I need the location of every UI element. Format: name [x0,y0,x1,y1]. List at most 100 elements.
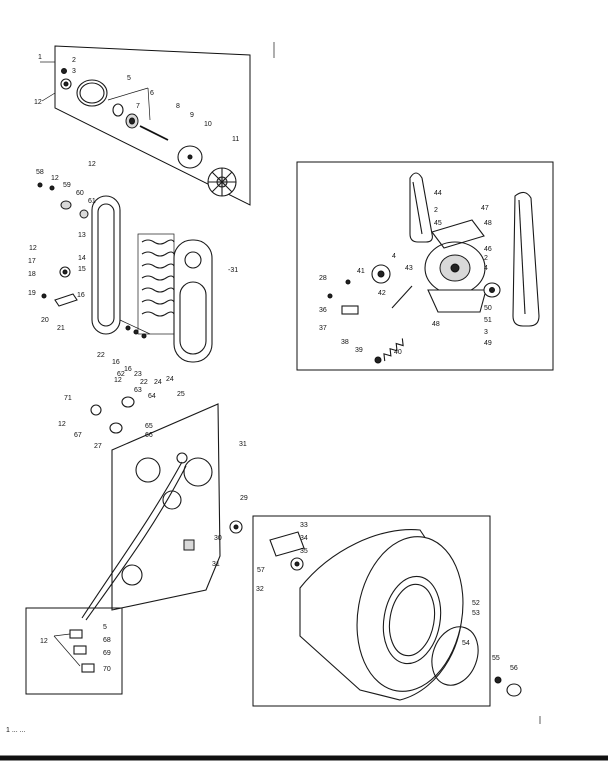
svg-text:3: 3 [72,68,76,75]
svg-text:2: 2 [72,57,76,64]
svg-text:24: 24 [154,379,162,386]
svg-text:64: 64 [148,393,156,400]
svg-text:67: 67 [74,432,82,439]
svg-text:54: 54 [462,640,470,647]
svg-text:35: 35 [300,548,308,555]
footer-text: 1 ... ... [6,727,26,734]
svg-text:15: 15 [78,266,86,273]
svg-text:33: 33 [300,522,308,529]
svg-text:41: 41 [357,268,365,275]
terminal-block-part [69,629,83,639]
svg-text:71: 71 [64,395,72,402]
svg-text:22: 22 [97,352,105,359]
svg-text:27: 27 [94,443,102,450]
svg-text:53: 53 [472,610,480,617]
svg-text:19: 19 [28,290,36,297]
svg-text:13: 13 [78,232,86,239]
top-parts-group: 1 2 3 5 6 7 8 9 10 11 12 [34,45,251,206]
drum-group: 29 33 34 35 57 32 52 53 54 55 56 [240,495,522,707]
svg-text:18: 18 [28,271,36,278]
svg-text:30: 30 [214,535,222,542]
svg-text:62: 62 [117,371,125,378]
svg-text:2: 2 [434,207,438,214]
drum-support-bracket-part [269,531,305,557]
svg-text:56: 56 [510,665,518,672]
svg-text:65: 65 [145,423,153,430]
idler-spring-part [383,338,404,362]
blower-wheel-part [207,167,237,197]
svg-text:66: 66 [145,432,153,439]
motor-mount-part [431,219,485,249]
svg-text:52: 52 [472,600,480,607]
svg-text:58: 58 [36,169,44,176]
screw-part [37,182,43,188]
inset-frame [25,607,123,695]
svg-text:31: 31 [239,441,247,448]
svg-text:16: 16 [112,359,120,366]
svg-text:17: 17 [28,258,36,265]
svg-text:6: 6 [150,90,154,97]
svg-text:57: 57 [257,567,265,574]
svg-text:16: 16 [124,366,132,373]
shaft-part [139,125,169,141]
svg-text:51: 51 [484,317,492,324]
drum-belt-part [512,191,540,327]
svg-text:44: 44 [434,190,442,197]
svg-text:50: 50 [484,305,492,312]
svg-text:61: 61 [88,198,96,205]
heating-element-part [137,233,175,335]
svg-text:12: 12 [114,377,122,384]
svg-text:12: 12 [58,421,66,428]
svg-text:42: 42 [378,290,386,297]
idler-bracket-part [60,200,72,210]
thermostat-part [90,404,102,416]
svg-text:23: 23 [134,371,142,378]
drum-group-frame [252,515,491,707]
top-group-frame [54,45,251,206]
svg-text:43: 43 [405,265,413,272]
svg-text:55: 55 [492,655,500,662]
svg-text:2: 2 [484,255,488,262]
svg-text:21: 21 [57,325,65,332]
heater-duct-part [173,239,213,363]
thermal-fuse-part [109,422,123,434]
svg-text:48: 48 [432,321,440,328]
svg-text:48: 48 [484,220,492,227]
svg-text:16: 16 [77,292,85,299]
svg-text:4: 4 [484,265,488,272]
svg-text:12: 12 [88,161,96,168]
svg-text:28: 28 [319,275,327,282]
switch-part [341,305,359,315]
svg-text:11: 11 [232,136,239,143]
svg-text:25: 25 [177,391,185,398]
svg-text:14: 14 [78,255,86,262]
drive-belt-part [409,172,433,243]
svg-text:32: 32 [256,586,264,593]
svg-text:46: 46 [484,246,492,253]
belt-idler-group: 58 12 59 60 61 12 13 14 15 16 12 17 18 1… [28,161,238,363]
svg-text:70: 70 [103,666,111,673]
svg-text:37: 37 [319,325,327,332]
idler-arm-part [54,293,78,307]
svg-text:12: 12 [29,245,37,252]
svg-text:31: 31 [212,561,220,568]
svg-text:24: 24 [166,376,174,383]
svg-text:4: 4 [392,253,396,260]
drum-seal-part [431,626,479,686]
svg-text:-31: -31 [228,267,238,274]
roller-bracket-part [183,539,195,551]
svg-text:5: 5 [127,75,131,82]
svg-text:1: 1 [38,54,42,61]
svg-text:34: 34 [300,535,308,542]
svg-text:8: 8 [176,103,180,110]
svg-text:10: 10 [204,121,212,128]
svg-text:45: 45 [434,220,442,227]
rear-panel-group: 22 16 16 62 12 23 22 24 24 63 64 25 71 1… [58,352,247,621]
drum-glide-part [506,683,522,697]
svg-text:29: 29 [240,495,248,502]
svg-text:38: 38 [341,339,349,346]
svg-text:60: 60 [76,190,84,197]
drive-group-frame [296,161,554,371]
svg-text:36: 36 [319,307,327,314]
